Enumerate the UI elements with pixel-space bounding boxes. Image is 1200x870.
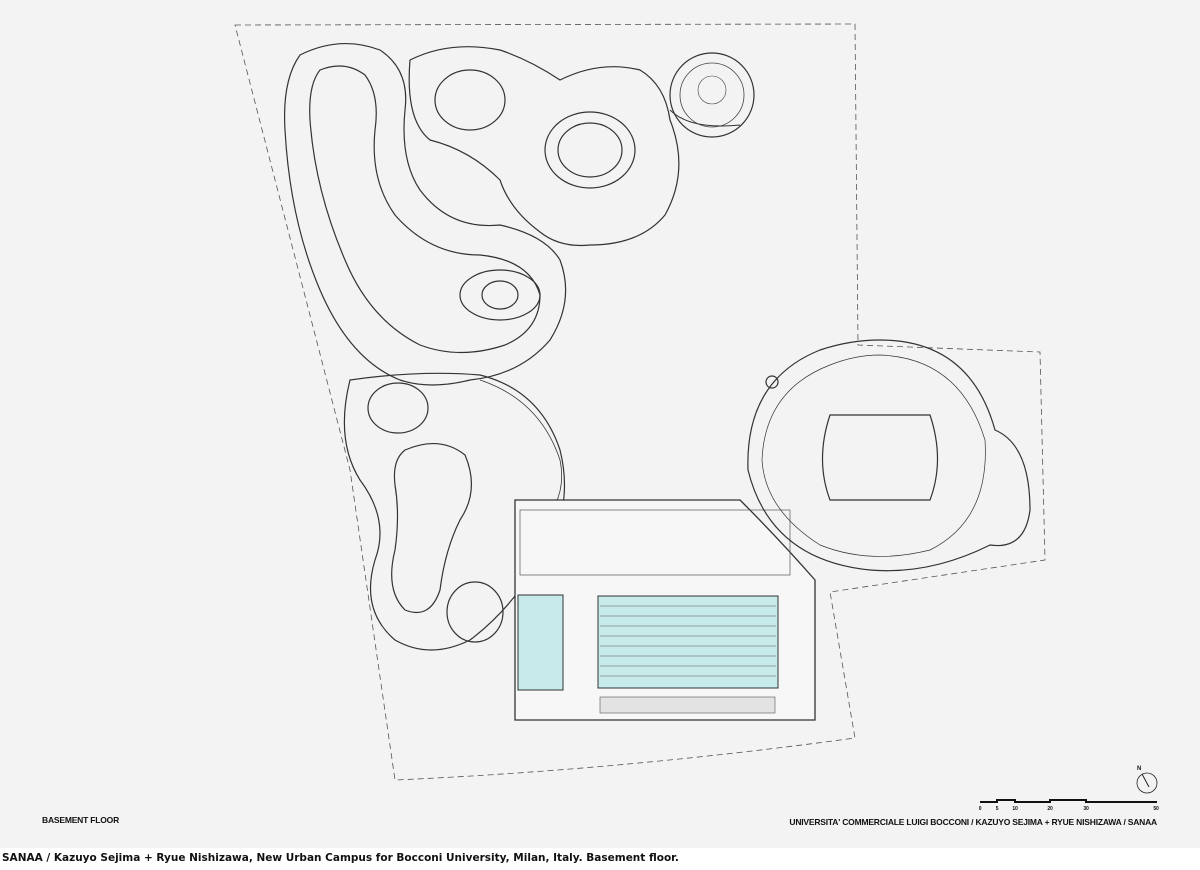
credit-label: UNIVERSITA' COMMERCIALE LUIGI BOCCONI / …: [789, 817, 1157, 827]
image-caption: SANAA / Kazuyo Sejima + Ryue Nishizawa, …: [2, 852, 679, 864]
scale-bar: [980, 799, 1157, 803]
floor-plan: [234, 23, 1158, 803]
round-pavilion: [669, 52, 755, 138]
sports-center: [514, 499, 816, 721]
north-arrow-icon: [1136, 772, 1158, 794]
scale-tick: 0: [978, 806, 982, 812]
floor-label: BASEMENT FLOOR: [42, 815, 120, 825]
master-wing: [343, 372, 566, 651]
scale-tick: 50: [1153, 806, 1159, 812]
scale-tick: 5: [995, 806, 999, 812]
training-pool: [517, 594, 564, 691]
circular-building: [747, 339, 1031, 572]
main-pool: [597, 595, 779, 689]
scale-tick: 10: [1012, 806, 1018, 812]
scale-tick: 30: [1083, 806, 1089, 812]
scale-tick: 20: [1047, 806, 1053, 812]
drawing-sheet: [0, 0, 1200, 848]
office-wing: [283, 43, 680, 386]
north-label: N: [1137, 766, 1142, 772]
